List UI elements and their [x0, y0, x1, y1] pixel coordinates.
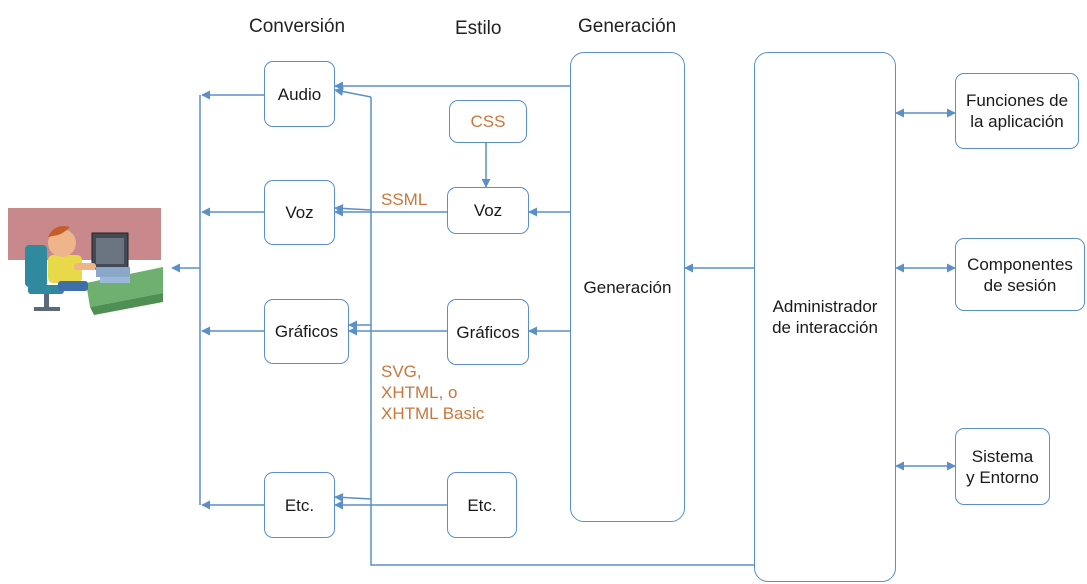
- bypass-to-audio-arrow: [334, 87, 372, 98]
- etc-style-box: Etc.: [447, 472, 517, 538]
- app-functions-box: Funciones de la aplicación: [955, 73, 1079, 149]
- css-style-box: CSS: [449, 100, 527, 143]
- header-conversion: Conversión: [249, 16, 346, 37]
- etc-conversion-box: Etc.: [264, 472, 335, 538]
- system-env-box: Sistema y Entorno: [955, 428, 1050, 505]
- header-generation: Generación: [578, 16, 677, 37]
- graphics-conversion-box: Gráficos: [264, 299, 349, 364]
- graphics-style-box: Gráficos: [447, 299, 529, 365]
- header-style: Estilo: [455, 18, 502, 39]
- bypass-to-voice-arrow: [334, 203, 372, 213]
- interaction-manager-box: Administrador de interacción: [754, 52, 896, 582]
- voice-style-box: Voz: [447, 187, 529, 234]
- bypass-line: [370, 97, 754, 566]
- svg-xhtml-label: SVG, XHTML, o XHTML Basic: [381, 362, 485, 423]
- bypass-to-etc-arrow: [334, 492, 372, 502]
- session-components-box: Componentes de sesión: [955, 238, 1085, 311]
- ssml-label: SSML: [381, 190, 428, 209]
- audio-conversion-box: Audio: [264, 61, 335, 127]
- user-computer-illustration: [8, 208, 163, 315]
- voice-conversion-box: Voz: [264, 180, 335, 245]
- generation-box: Generación: [570, 52, 685, 522]
